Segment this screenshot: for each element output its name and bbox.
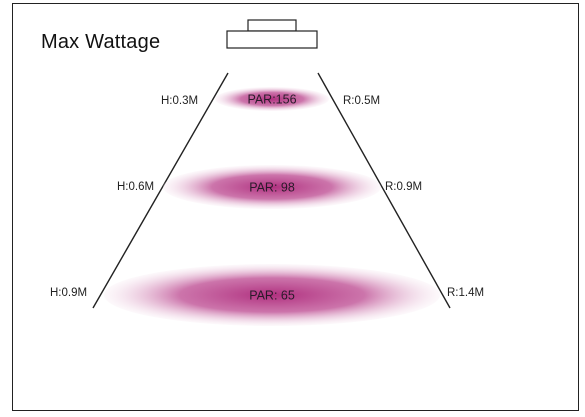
height-label-3: H:0.9M: [50, 287, 87, 299]
radius-label-3: R:1.4M: [447, 287, 484, 299]
light-ellipse-1: [215, 87, 329, 111]
light-ellipse-2: [163, 165, 381, 209]
beam-left-edge: [92, 72, 229, 309]
light-ring-3: PAR: 65 H:0.9M R:1.4M: [50, 264, 484, 326]
light-ring-1: PAR:156 H:0.3M R:0.5M: [161, 87, 380, 111]
light-ring-2: PAR: 98 H:0.6M R:0.9M: [117, 165, 422, 209]
lamp-fixture-icon: [226, 19, 318, 49]
beam-right-edge: [317, 72, 451, 309]
height-label-1: H:0.3M: [161, 95, 198, 107]
radius-label-1: R:0.5M: [343, 95, 380, 107]
par-label-2: PAR: 98: [249, 181, 295, 195]
height-label-2: H:0.6M: [117, 181, 154, 193]
diagram-title: Max Wattage: [41, 31, 161, 53]
radius-label-2: R:0.9M: [385, 181, 422, 193]
light-ellipse-3: [104, 264, 440, 326]
diagram-frame: [12, 3, 579, 411]
par-label-3: PAR: 65: [249, 289, 295, 303]
par-label-1: PAR:156: [247, 93, 296, 107]
